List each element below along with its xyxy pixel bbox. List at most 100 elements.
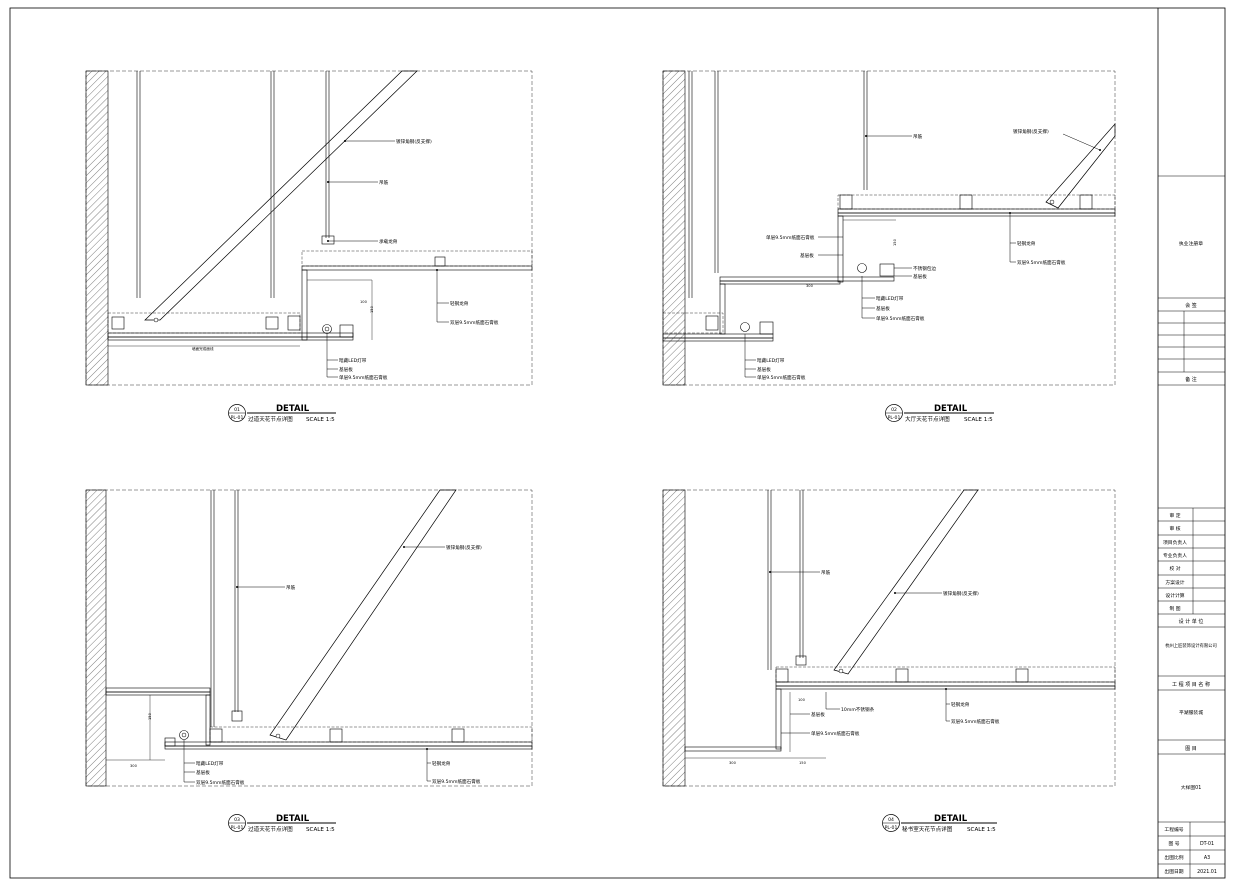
tb-role-6: 设计计算 [1165, 592, 1184, 599]
label-brace: 镀锌角钢(反支撑) [943, 590, 979, 597]
dim-150: 150 [799, 761, 807, 765]
dim-100: 100 [360, 300, 368, 304]
tb-role-4: 校 对 [1169, 565, 1180, 572]
detail-sheet: PL-01 [885, 825, 898, 831]
label-hanger: 吊筋 [821, 569, 831, 576]
label-base-board-3: 基层板 [876, 305, 890, 312]
wall-hatch [662, 489, 686, 787]
detail-title: DETAIL [276, 814, 310, 824]
label-double-gypsum: 双层9.5mm纸面石膏板 [196, 779, 245, 786]
label-main-runner: 承载龙骨 [379, 238, 398, 245]
tb-role-2: 项目负责人 [1163, 539, 1187, 546]
angle-steel-brace [833, 489, 979, 675]
tb-drawing-label: 图 目 [1185, 746, 1197, 752]
label-double-gypsum-2: 双层9.5mm纸面石膏板 [432, 778, 481, 785]
tb-footer-label-2: 出图比例 [1164, 854, 1183, 861]
label-led-strip-2: 暗藏LED灯带 [757, 357, 785, 364]
tb-role-0: 审 定 [1169, 512, 1180, 519]
detail-title: DETAIL [276, 404, 310, 414]
detail-03-crop-frame [85, 489, 533, 787]
detail-scale: SCALE 1:5 [967, 827, 996, 833]
tb-drawing-name: 大样图01 [1181, 784, 1202, 791]
tb-design-unit: 杭州上匠装饰设计有限公司 [1165, 642, 1217, 649]
label-base-board-2: 基层板 [913, 273, 927, 280]
label-brace: 镀锌角钢(反支撑) [1013, 128, 1049, 135]
detail-subtitle: 过道天花节点详图 [248, 415, 293, 423]
label-led-strip: 暗藏LED灯带 [339, 357, 367, 364]
detail-subtitle: 大厅天花节点详图 [905, 415, 950, 423]
tb-role-1: 审 核 [1169, 525, 1180, 532]
detail-scale: SCALE 1:5 [964, 417, 993, 423]
tb-stamp: 执业注册章 [1179, 240, 1203, 247]
detail-number: 04 [888, 817, 894, 823]
label-light-keel: 轻钢龙骨 [450, 300, 469, 307]
detail-scale: SCALE 1:5 [306, 417, 335, 423]
tb-footer-value-2: A3 [1204, 855, 1210, 861]
dim-300: 300 [729, 761, 737, 765]
dim-150: 150 [893, 238, 897, 246]
tb-footer-value-1: DT-01 [1200, 841, 1214, 847]
detail-01: 墙面完成面线 150 100 镀锌角钢(反支撑) 吊筋 承载龙骨 轻钢龙骨 双层… [85, 70, 533, 423]
label-brace: 镀锌角钢(反支撑) [396, 138, 432, 145]
angle-steel-brace [1045, 123, 1116, 209]
title-block-text: 执业注册章 会 签 备 注 审 定 审 核 项目负责人 专业负责人 校 对 方案… [1163, 240, 1217, 875]
detail-scale: SCALE 1:5 [306, 827, 335, 833]
label-double-gypsum: 双层9.5mm纸面石膏板 [1017, 259, 1066, 266]
detail-sheet: PL-01 [231, 825, 244, 831]
dim-wall-finish: 墙面完成面线 [192, 346, 214, 351]
label-light-keel: 轻钢龙骨 [1017, 240, 1036, 247]
tb-footer-label-0: 工程编号 [1164, 826, 1183, 833]
detail-04-crop-frame [662, 489, 1116, 787]
tb-footer-label-3: 出图日期 [1164, 868, 1183, 875]
label-base-board: 基层板 [800, 252, 814, 259]
detail-01-crop-frame [85, 70, 533, 386]
detail-sheet: PL-01 [231, 415, 244, 421]
label-led-strip: 暗藏LED灯带 [876, 295, 904, 302]
label-hanger: 吊筋 [913, 133, 923, 140]
detail-subtitle: 过道天花节点详图 [248, 825, 293, 833]
label-single-gypsum-2: 单层9.5mm纸面石膏板 [876, 315, 925, 322]
label-base-board-4: 基层板 [757, 366, 771, 373]
tb-project-label: 工 程 项 目 名 称 [1172, 681, 1210, 688]
label-base-board: 基层板 [196, 769, 210, 776]
dim-150: 150 [148, 712, 152, 720]
tb-footer-value-3: 2021.01 [1197, 869, 1217, 875]
detail-04: 300 150 100 吊筋 镀锌角钢(反支撑) 10mm不锈钢条 基层板 单层… [662, 489, 1116, 833]
tb-role-3: 专业负责人 [1163, 552, 1187, 559]
dim-300: 300 [806, 284, 814, 288]
detail-number: 03 [234, 817, 240, 823]
label-single-gypsum: 单层9.5mm纸面石膏板 [766, 234, 815, 241]
label-light-keel: 轻钢龙骨 [951, 701, 970, 708]
tb-design-unit-label: 设 计 单 位 [1179, 618, 1204, 625]
detail-02: 300 150 吊筋 镀锌角钢(反支撑) 单层9.5mm纸面石膏板 基层板 轻钢… [662, 70, 1116, 423]
wall-hatch [662, 70, 686, 386]
label-steel-edge: 不锈钢包边 [913, 265, 936, 272]
detail-title: DETAIL [934, 404, 968, 414]
label-double-gypsum: 双层9.5mm纸面石膏板 [951, 718, 1000, 725]
detail-number: 02 [891, 407, 897, 413]
angle-steel-brace [269, 489, 457, 741]
angle-steel-brace [144, 70, 418, 321]
label-single-gypsum: 单层9.5mm纸面石膏板 [811, 730, 860, 737]
label-base-board: 基层板 [339, 366, 353, 373]
tb-role-5: 方案设计 [1165, 579, 1184, 586]
tb-project: 平湖服装城 [1179, 709, 1203, 716]
label-led-strip: 暗藏LED灯带 [196, 760, 224, 767]
label-single-gypsum: 单层9.5mm纸面石膏板 [339, 374, 388, 381]
wall-hatch [85, 489, 107, 787]
tb-role-7: 制 图 [1169, 605, 1180, 612]
label-steel-strip: 10mm不锈钢条 [841, 706, 875, 713]
label-brace: 镀锌角钢(反支撑) [446, 544, 482, 551]
title-block [1158, 175, 1225, 878]
label-single-gypsum-3: 单层9.5mm纸面石膏板 [757, 374, 806, 381]
dim-150: 150 [370, 305, 374, 313]
detail-title: DETAIL [934, 814, 968, 824]
label-base-board: 基层板 [811, 711, 825, 718]
detail-subtitle: 秘书室天花节点详图 [902, 825, 953, 833]
tb-footer-label-1: 图 号 [1168, 841, 1179, 847]
label-light-keel: 轻钢龙骨 [432, 760, 451, 767]
dim-300: 300 [130, 764, 138, 768]
label-hanger: 吊筋 [286, 584, 296, 591]
tb-countersign: 会 签 [1185, 302, 1197, 309]
